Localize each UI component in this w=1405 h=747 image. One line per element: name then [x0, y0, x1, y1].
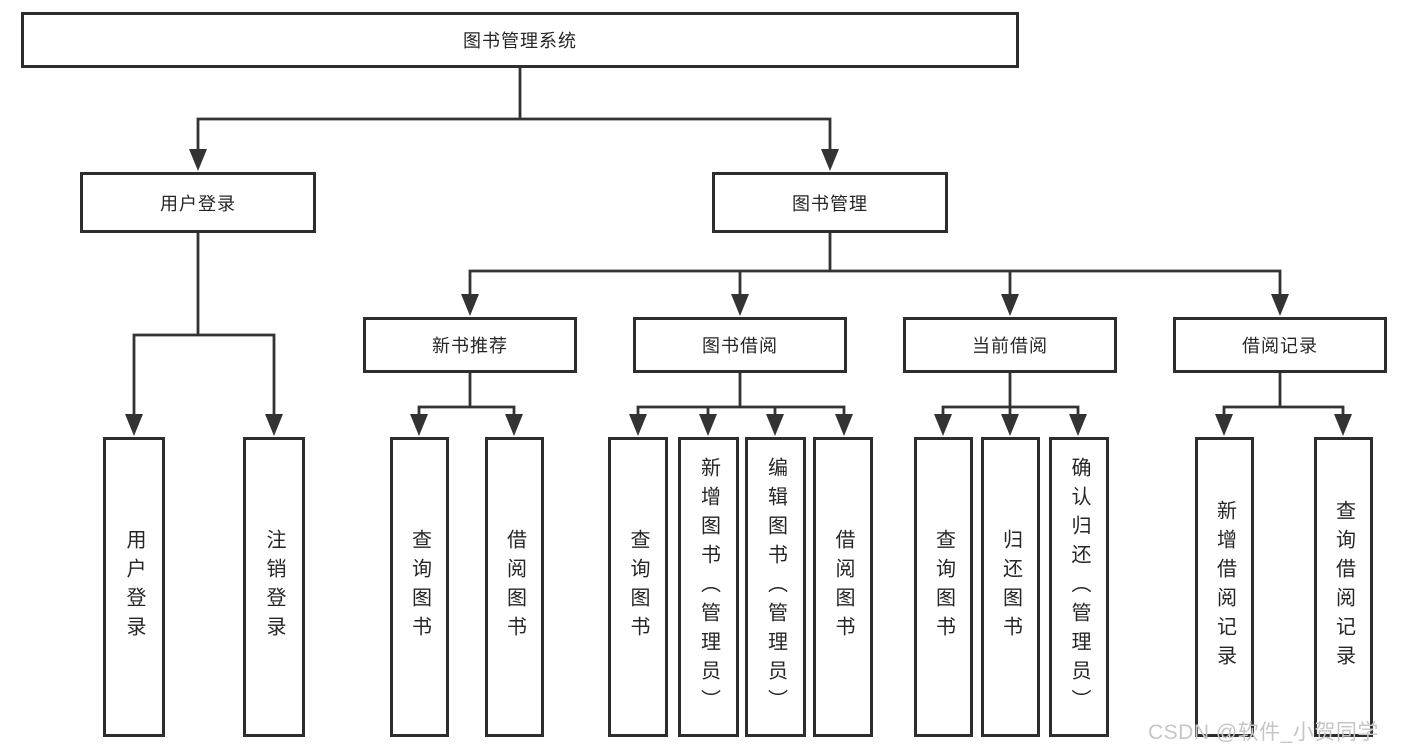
- leaf-label: 归还图书: [999, 529, 1022, 645]
- node-root: 图书管理系统: [21, 12, 1019, 68]
- node-query-books-borrow: 查询图书: [608, 437, 668, 737]
- node-edit-book-admin: 编辑图书（管理员）: [745, 437, 806, 737]
- leaf-label: 注销登录: [263, 529, 285, 645]
- leaf-label: 新增借阅记录: [1213, 500, 1236, 674]
- node-book-borrowing: 图书借阅: [633, 317, 847, 373]
- node-add-borrow-record: 新增借阅记录: [1195, 437, 1254, 737]
- node-borrow-books-recommend: 借阅图书: [485, 437, 544, 737]
- node-user-login: 用户登录: [80, 172, 316, 233]
- node-add-book-admin: 新增图书（管理员）: [678, 437, 739, 737]
- leaf-label: 查询图书: [408, 529, 431, 645]
- leaf-label: 查询图书: [932, 529, 955, 645]
- leaf-label: 用户登录: [123, 529, 145, 645]
- node-new-book-recommend: 新书推荐: [363, 317, 577, 373]
- leaf-label: 新增图书（管理员）: [697, 456, 720, 718]
- node-return-books: 归还图书: [981, 437, 1040, 737]
- node-current-borrowing: 当前借阅: [903, 317, 1117, 373]
- node-query-borrow-record: 查询借阅记录: [1314, 437, 1373, 737]
- csdn-watermark: CSDN @软件_小贺同学: [1148, 721, 1379, 744]
- node-logout-leaf: 注销登录: [243, 437, 305, 737]
- leaf-label: 借阅图书: [832, 529, 854, 645]
- node-confirm-return-admin: 确认归还（管理员）: [1049, 437, 1109, 737]
- leaf-label: 查询图书: [627, 529, 649, 645]
- leaf-label: 借阅图书: [503, 529, 526, 645]
- node-user-login-leaf: 用户登录: [103, 437, 165, 737]
- leaf-label: 确认归还（管理员）: [1068, 456, 1090, 718]
- node-book-management: 图书管理: [712, 172, 948, 233]
- leaf-label: 查询借阅记录: [1332, 500, 1355, 674]
- node-query-books-current: 查询图书: [914, 437, 973, 737]
- node-query-books-recommend: 查询图书: [390, 437, 449, 737]
- leaf-label: 编辑图书（管理员）: [764, 456, 787, 718]
- node-borrowing-records: 借阅记录: [1173, 317, 1387, 373]
- node-borrow-books-leaf: 借阅图书: [813, 437, 873, 737]
